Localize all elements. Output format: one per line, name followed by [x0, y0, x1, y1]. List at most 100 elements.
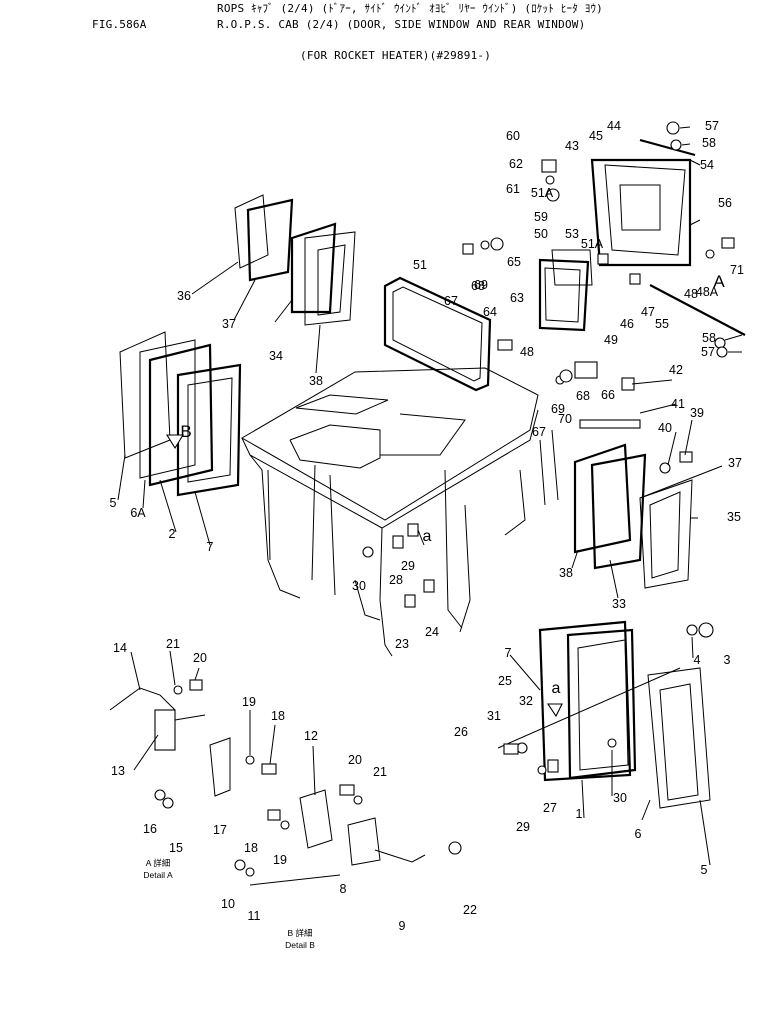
callout-7: 7 — [207, 540, 214, 554]
callout-62: 62 — [509, 157, 523, 171]
callout-68: 68 — [471, 279, 485, 293]
callout-26: 26 — [454, 725, 468, 739]
callout-60: 60 — [506, 129, 520, 143]
callout-6: 6 — [635, 827, 642, 841]
callout-65: 65 — [507, 255, 521, 269]
detail-caption-b-en: Detail B — [285, 940, 315, 950]
callout-21: 21 — [166, 637, 180, 651]
detail-b-lock — [234, 784, 462, 886]
callout-7: 7 — [505, 646, 512, 660]
callout-69: 69 — [474, 278, 488, 292]
callout-34: 34 — [269, 349, 283, 363]
callout-51a: 51A — [581, 237, 604, 251]
callout-71: 71 — [730, 263, 744, 277]
callout-37: 37 — [728, 456, 742, 470]
callout-53: 53 — [565, 227, 579, 241]
callout-21: 21 — [373, 765, 387, 779]
callout-57: 57 — [705, 119, 719, 133]
callout-20: 20 — [348, 753, 362, 767]
callout-1: 1 — [576, 807, 583, 821]
callout-4: 4 — [694, 653, 701, 667]
callout-23: 23 — [395, 637, 409, 651]
title-english: R.O.P.S. CAB (2/4) (DOOR, SIDE WINDOW AN… — [217, 18, 586, 31]
callout-51: 51 — [413, 258, 427, 272]
callout-51a: 51A — [531, 186, 554, 200]
callout-46: 46 — [620, 317, 634, 331]
callout-67: 67 — [532, 425, 546, 439]
callout-13: 13 — [111, 764, 125, 778]
callout-42: 42 — [669, 363, 683, 377]
callout-40: 40 — [658, 421, 672, 435]
fasteners — [362, 121, 735, 775]
callout-50: 50 — [534, 227, 548, 241]
callout-a: A — [713, 272, 725, 291]
callout-68: 68 — [576, 389, 590, 403]
callout-16: 16 — [143, 822, 157, 836]
callout-43: 43 — [565, 139, 579, 153]
callout-24: 24 — [425, 625, 439, 639]
callout-55: 55 — [655, 317, 669, 331]
callout-30: 30 — [613, 791, 627, 805]
callout-14: 14 — [113, 641, 127, 655]
callout-59: 59 — [534, 210, 548, 224]
callout-31: 31 — [487, 709, 501, 723]
callout-35: 35 — [727, 510, 741, 524]
callout-29: 29 — [516, 820, 530, 834]
callout-20: 20 — [193, 651, 207, 665]
left-upper-windows — [234, 194, 356, 326]
title-japanese: ROPS ｷｬﾌﾞ (2/4) (ﾄﾞｱｰ, ｻｲﾄﾞ ｳｲﾝﾄﾞ ｵﾖﾋﾞ ﾘ… — [217, 2, 603, 15]
callout-63: 63 — [510, 291, 524, 305]
callout-47: 47 — [641, 305, 655, 319]
callout-11: 11 — [248, 909, 261, 923]
callout-56: 56 — [718, 196, 732, 210]
left-door-panels — [119, 331, 242, 497]
callout-48a: 48A — [696, 285, 719, 299]
callout-5: 5 — [701, 863, 708, 877]
callout-25: 25 — [498, 674, 512, 688]
callout-19: 19 — [242, 695, 256, 709]
callout-a: a — [552, 680, 561, 697]
callout-64: 64 — [483, 305, 497, 319]
callout-61: 61 — [506, 182, 520, 196]
callout-54: 54 — [700, 158, 714, 172]
callout-17: 17 — [213, 823, 227, 837]
right-door — [497, 620, 711, 809]
callout-6a: 6A — [130, 506, 146, 520]
detail-a-lock — [109, 679, 206, 809]
callout-9: 9 — [399, 919, 406, 933]
callout-8: 8 — [340, 882, 347, 896]
cab-body — [241, 367, 559, 657]
rear-window-51 — [383, 276, 492, 392]
callout-28: 28 — [389, 573, 403, 587]
detail-caption-a-en: Detail A — [143, 870, 173, 880]
callout-19: 19 — [273, 853, 287, 867]
callout-27: 27 — [543, 801, 557, 815]
callout-69: 69 — [551, 402, 565, 416]
callout-10: 10 — [221, 897, 235, 911]
callout-70: 70 — [558, 412, 572, 426]
callout-45: 45 — [589, 129, 603, 143]
right-upper-window — [538, 138, 746, 336]
callout-2: 2 — [169, 527, 176, 541]
detail-17-striker — [209, 737, 277, 797]
callout-48: 48 — [684, 287, 698, 301]
callout-58: 58 — [702, 136, 716, 150]
subtitle: (FOR ROCKET HEATER)(#29891-) — [300, 49, 492, 62]
callout-18: 18 — [271, 709, 285, 723]
callout-5: 5 — [110, 496, 117, 510]
callout-18: 18 — [244, 841, 258, 855]
callout-30: 30 — [352, 579, 366, 593]
callout-36: 36 — [177, 289, 191, 303]
callout-66: 66 — [601, 388, 615, 402]
callout-67: 67 — [444, 294, 458, 308]
callout-57: 57 — [701, 345, 715, 359]
callout-12: 12 — [304, 729, 318, 743]
right-rear-window-group — [573, 443, 693, 589]
detail-caption-b-jp: B 詳細 — [287, 928, 312, 938]
callout-58: 58 — [702, 331, 716, 345]
callout-38: 38 — [559, 566, 573, 580]
callout-44: 44 — [607, 119, 621, 133]
callout-15: 15 — [169, 841, 183, 855]
